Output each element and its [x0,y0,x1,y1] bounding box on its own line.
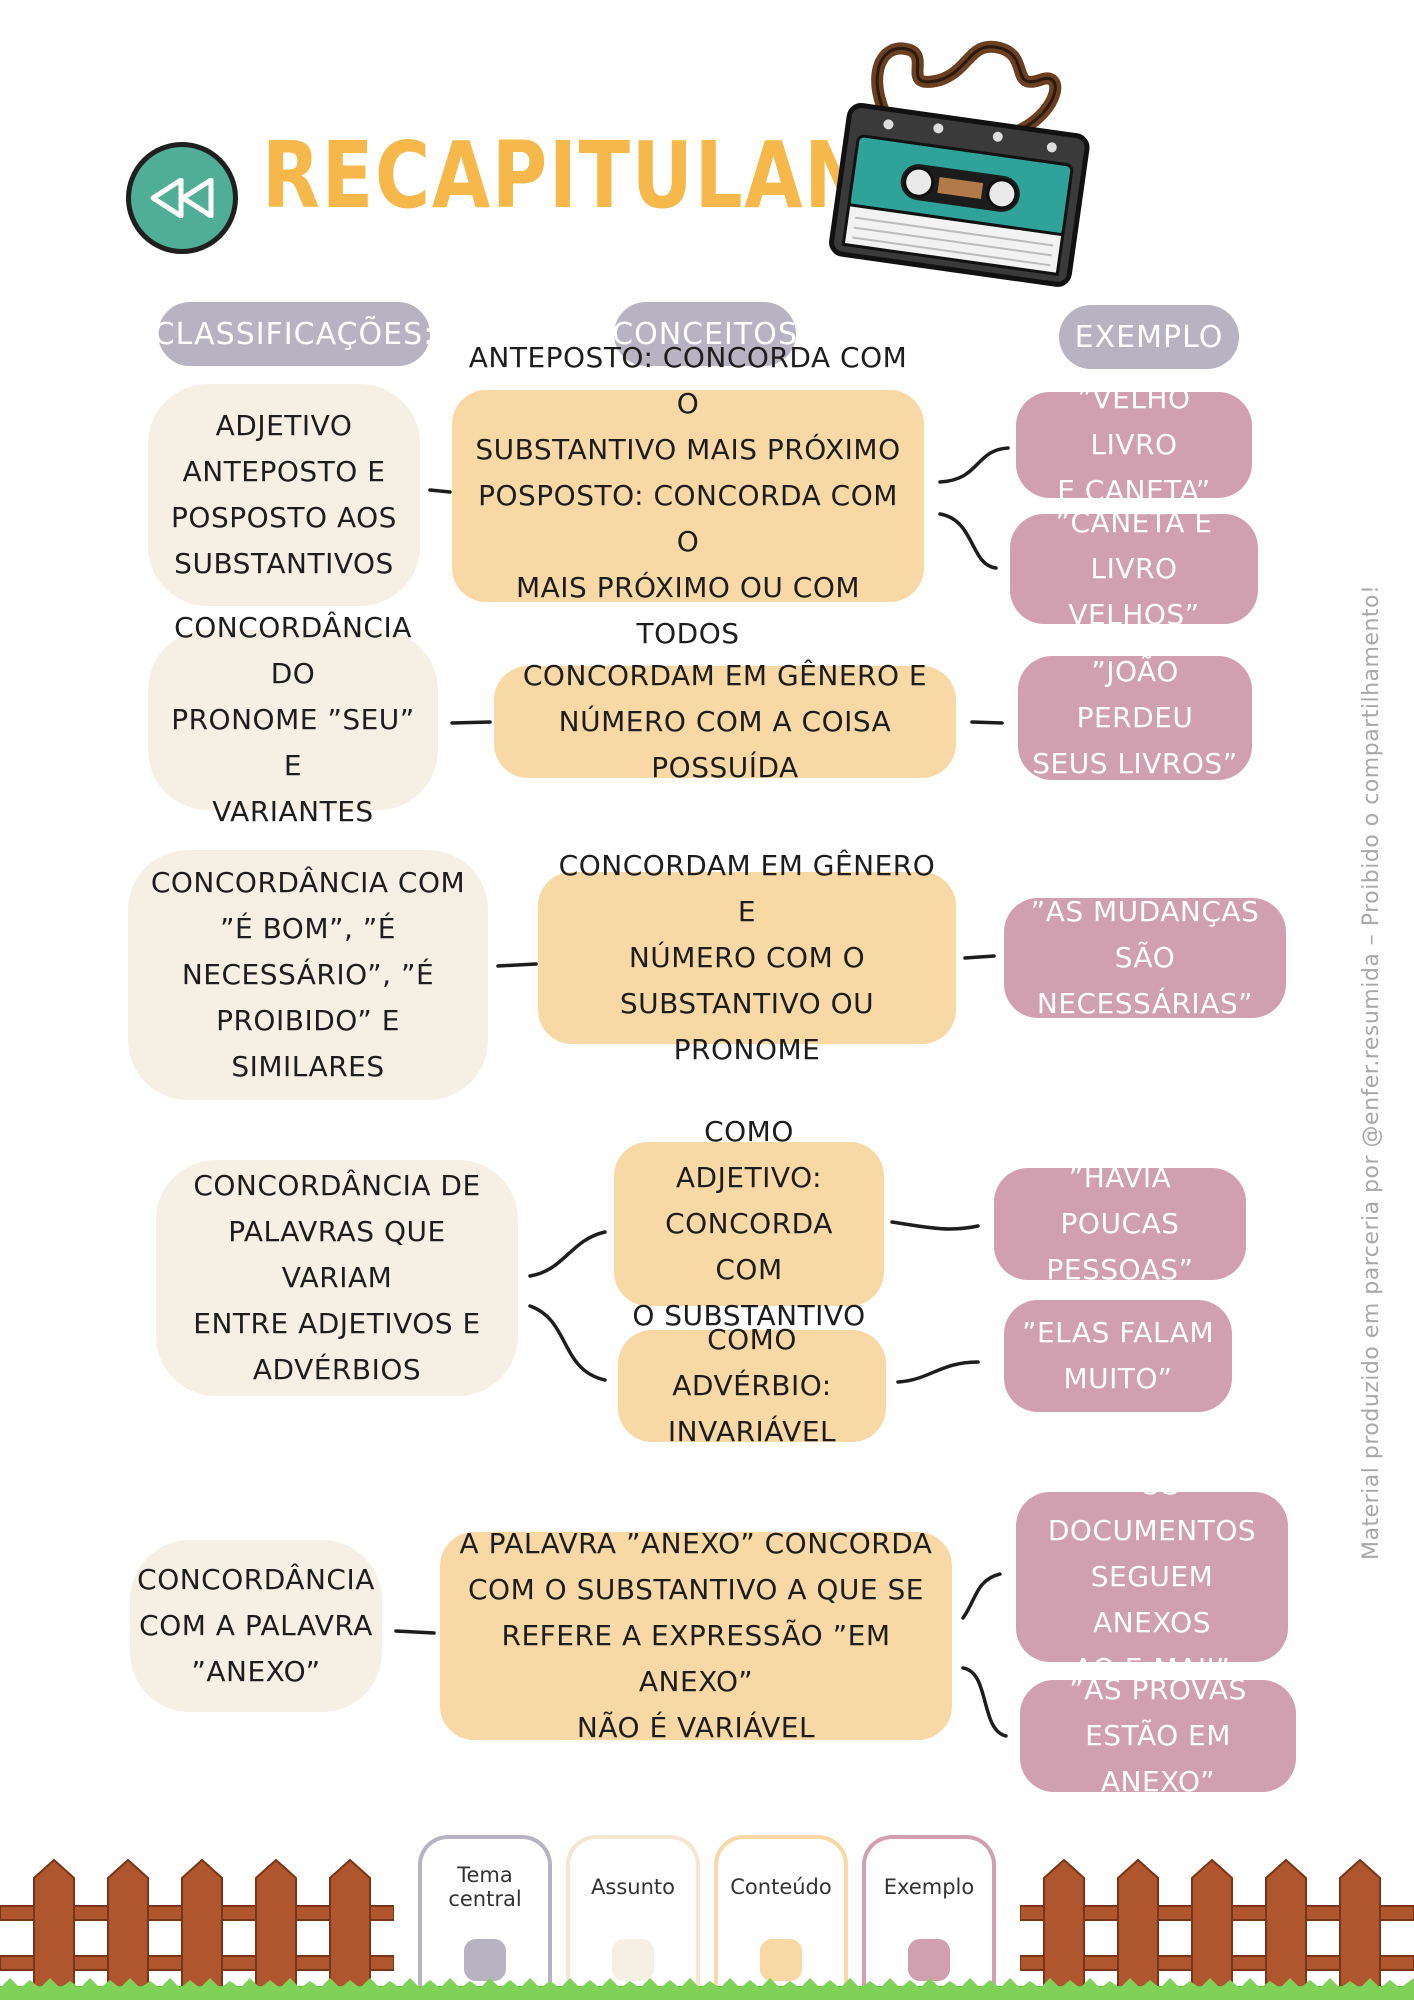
legend-swatch [908,1939,950,1981]
example-label: ”VELHO LIVRO E CANETA” [1057,382,1211,507]
legend-swatch [612,1939,654,1981]
example-label: ”ELAS FALAM MUITO” [1021,1316,1214,1395]
example-box: ”ELAS FALAM MUITO” [1004,1300,1232,1412]
example-box: ”AS PROVAS ESTÃO EM ANEXO” [1020,1673,1296,1798]
legend-conteudo: Conteúdo [714,1835,848,2000]
legend-assunto: Assunto [566,1835,700,2000]
example-box: ”CANETA E LIVRO VELHOS” [1010,506,1258,631]
concept-label: ANTEPOSTO: CONCORDA COM O SUBSTANTIVO MA… [468,341,908,650]
example-label: ”OS DOCUMENTOS SEGUEM ANEXOS AO E-MAIL” [1047,1468,1257,1685]
example-label: ”JOÃO PERDEU SEUS LIVROS” [1032,655,1238,780]
legend-label: Tema central [448,1863,522,1911]
grass-strip [0,1978,1414,2000]
column-header-conceitos: CONCEITOS [612,302,797,366]
example-box: ”VELHO LIVRO E CANETA” [1016,382,1252,507]
legend-label: Exemplo [883,1875,975,1899]
legend-exemplo: Exemplo [862,1835,996,2000]
legend-label: Conteúdo [730,1875,832,1899]
concept-label: CONCORDAM EM GÊNERO E NÚMERO COM O SUBST… [558,849,936,1066]
concept-label: A PALAVRA ”ANEXO” CONCORDA COM O SUBSTAN… [459,1527,933,1744]
example-box: ”OS DOCUMENTOS SEGUEM ANEXOS AO E-MAIL” [1016,1468,1288,1685]
column-header-exemplo: EXEMPLO [1059,305,1239,369]
classification-box: CONCORDÂNCIA DO PRONOME ”SEU” E VARIANTE… [148,611,438,828]
classification-box: CONCORDÂNCIA COM A PALAVRA ”ANEXO” [130,1540,382,1712]
classification-label: CONCORDÂNCIA COM A PALAVRA ”ANEXO” [137,1563,375,1688]
example-box: ”HAVIA POUCAS PESSOAS” [994,1161,1246,1286]
example-box: ”JOÃO PERDEU SEUS LIVROS” [1018,655,1252,780]
classification-label: CONCORDÂNCIA COM ”É BOM”, ”É NECESSÁRIO”… [150,866,466,1083]
concept-box: CONCORDAM EM GÊNERO E NÚMERO COM O SUBST… [538,849,956,1066]
legend-label: Assunto [591,1875,675,1899]
concept-label: COMO ADVÉRBIO: INVARIÁVEL [667,1323,837,1448]
concept-box: A PALAVRA ”ANEXO” CONCORDA COM O SUBSTAN… [440,1527,952,1744]
legend-swatch [760,1939,802,1981]
example-label: ”HAVIA POUCAS PESSOAS” [1046,1161,1194,1286]
example-box: ”AS MUDANÇAS SÃO NECESSÁRIAS” [1004,895,1286,1020]
example-label: ”CANETA E LIVRO VELHOS” [1055,506,1213,631]
rewind-icon [126,142,238,254]
concept-box: ANTEPOSTO: CONCORDA COM O SUBSTANTIVO MA… [452,341,924,650]
fence-left [0,1858,394,2000]
cassette-tape-icon [829,40,1090,287]
concept-box: COMO ADVÉRBIO: INVARIÁVEL [618,1323,886,1448]
legend-swatch [464,1939,506,1981]
classification-label: ADJETIVO ANTEPOSTO E POSPOSTO AOS SUBSTA… [171,409,397,580]
column-header-classificacoes: CLASSIFICAÇÕES: [154,302,433,366]
concept-label: COMO ADJETIVO: CONCORDA COM O SUBSTANTIV… [632,1115,866,1332]
concept-box: COMO ADJETIVO: CONCORDA COM O SUBSTANTIV… [614,1115,884,1332]
example-label: ”AS MUDANÇAS SÃO NECESSÁRIAS” [1030,895,1260,1020]
classification-label: CONCORDÂNCIA DO PRONOME ”SEU” E VARIANTE… [171,611,415,828]
classification-box: ADJETIVO ANTEPOSTO E POSPOSTO AOS SUBSTA… [148,384,420,606]
classification-box: CONCORDÂNCIA COM ”É BOM”, ”É NECESSÁRIO”… [128,850,488,1100]
classification-box: CONCORDÂNCIA DE PALAVRAS QUE VARIAM ENTR… [156,1160,518,1396]
watermark-text: Material produzido em parceria por @enfe… [1359,584,1384,1560]
legend-tema-central: Tema central [418,1835,552,2000]
classification-label: CONCORDÂNCIA DE PALAVRAS QUE VARIAM ENTR… [193,1169,481,1386]
example-label: ”AS PROVAS ESTÃO EM ANEXO” [1069,1673,1247,1798]
fence-right [1020,1858,1414,2000]
concept-label: CONCORDAM EM GÊNERO E NÚMERO COM A COISA… [522,659,928,784]
concept-box: CONCORDAM EM GÊNERO E NÚMERO COM A COISA… [494,659,956,784]
